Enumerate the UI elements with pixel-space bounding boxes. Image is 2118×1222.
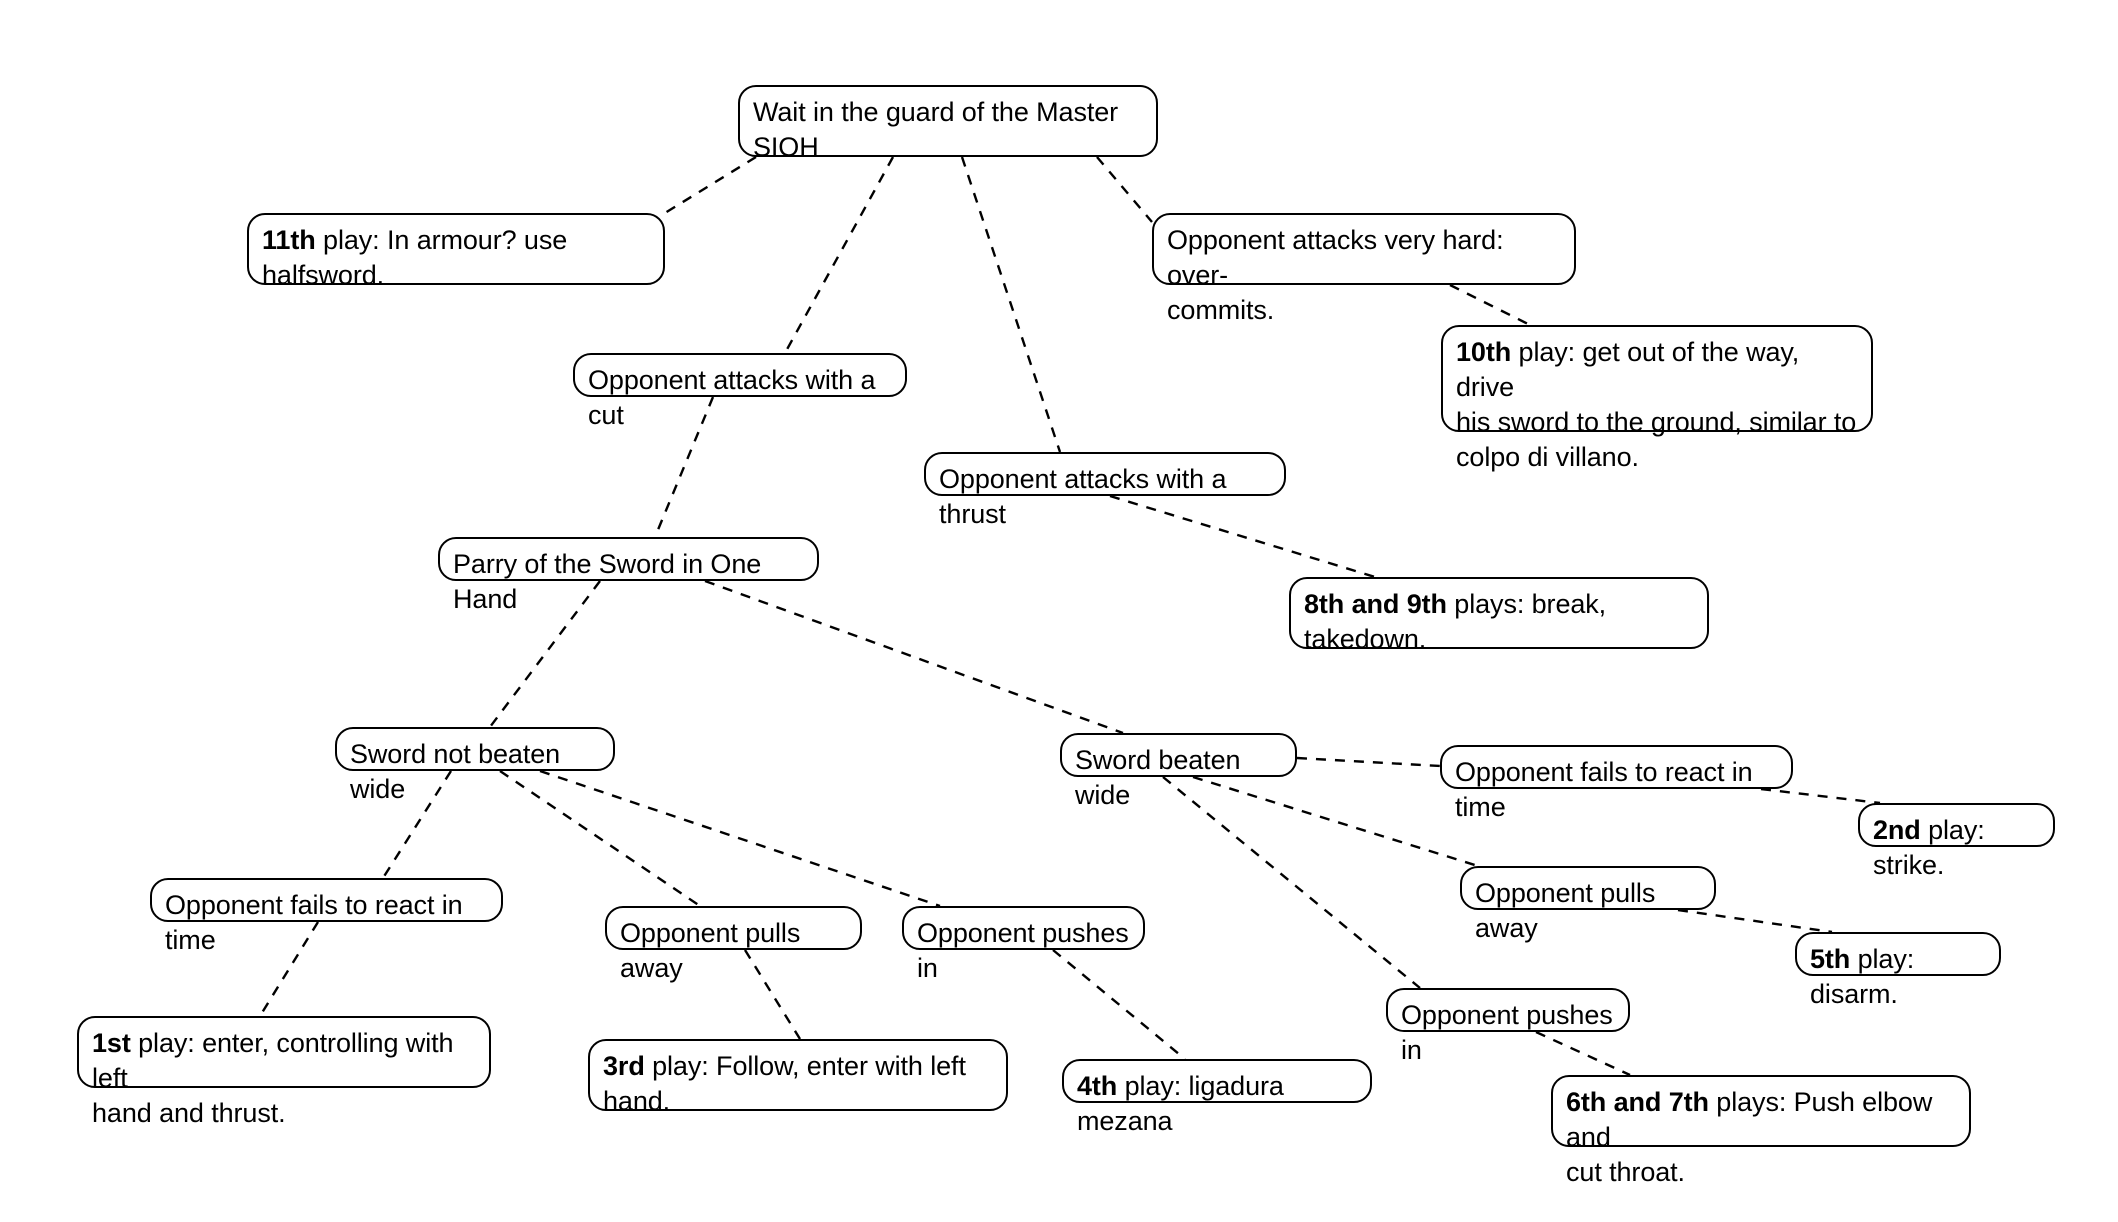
node-text-line: 5th play: disarm. (1810, 944, 1922, 1009)
edge-not-beaten-to-pushes-left (539, 769, 941, 908)
node-opponent-over-commits[interactable]: Opponent attacks very hard: over-commits… (1152, 213, 1576, 325)
node-text-line: halfsword. (262, 260, 385, 290)
node-sword-not-beaten-wide[interactable]: Sword not beaten wide (335, 727, 615, 804)
edge-root-to-11th-play (664, 155, 757, 215)
node-1st-play[interactable]: 1st play: enter, controlling with left ha… (77, 1016, 491, 1128)
node-text-line: Sword not beaten wide (350, 739, 568, 804)
node-3rd-play[interactable]: 3rd play: Follow, enter with left hand. (588, 1039, 1008, 1116)
node-opponent-fails-react-left[interactable]: Opponent fails to react in time (150, 878, 503, 955)
node-text-line: colpo di villano. (1456, 442, 1639, 472)
node-text-line: Opponent fails to react in time (1455, 757, 1760, 822)
node-text-line: 10th play: get out of the way, drive (1456, 337, 1807, 402)
node-text-line: takedown. (1304, 624, 1427, 654)
node-10th-play[interactable]: 10th play: get out of the way, drive his … (1441, 325, 1873, 472)
node-text-line: his sword to the ground, similar to (1456, 407, 1857, 437)
edge-fails-right-to-2nd-play (1760, 787, 1881, 805)
node-text-line: 3rd play: Follow, enter with left (603, 1051, 966, 1081)
node-11th-play[interactable]: 11th play: In armour? use halfsword. (247, 213, 665, 290)
node-text-line: SIOH (753, 132, 819, 162)
node-text-line: hand and thrust. (92, 1098, 286, 1128)
node-parry-sword-one-hand[interactable]: Parry of the Sword in One Hand (438, 537, 819, 614)
node-text-line: Opponent attacks with a thrust (939, 464, 1234, 529)
node-text-line: 6th and 7th plays: Push elbow and (1566, 1087, 1940, 1152)
node-8th-9th-plays[interactable]: 8th and 9th plays: break, takedown. (1289, 577, 1709, 654)
edge-root-to-overcommit (1096, 156, 1153, 223)
node-5th-play[interactable]: 5th play: disarm. (1795, 932, 2001, 1009)
node-text-line: commits. (1167, 295, 1275, 325)
node-text-line: Parry of the Sword in One Hand (453, 549, 769, 614)
node-opponent-pushes-in-left[interactable]: Opponent pushes in (902, 906, 1145, 983)
node-opponent-attacks-cut[interactable]: Opponent attacks with a cut (573, 353, 907, 430)
node-opponent-attacks-thrust[interactable]: Opponent attacks with a thrust (924, 452, 1286, 529)
node-opponent-pulls-away-right[interactable]: Opponent pulls away (1460, 866, 1716, 943)
node-text-line: Opponent pulls away (1475, 878, 1663, 943)
node-text-line: hand. (603, 1086, 671, 1116)
node-6th-7th-plays[interactable]: 6th and 7th plays: Push elbow and cut thr… (1551, 1075, 1971, 1187)
node-2nd-play[interactable]: 2nd play: strike. (1858, 803, 2055, 880)
node-text-line: Opponent pushes in (1401, 1000, 1621, 1065)
node-opponent-pulls-away-left[interactable]: Opponent pulls away (605, 906, 862, 983)
node-text-line: 2nd play: strike. (1873, 815, 1993, 880)
node-text-line: Opponent pushes in (917, 918, 1137, 983)
node-text-line: Wait in the guard of the Master (753, 97, 1119, 127)
node-opponent-fails-react-right[interactable]: Opponent fails to react in time (1440, 745, 1793, 822)
node-text-line: cut throat. (1566, 1157, 1685, 1187)
node-text-line: Sword beaten wide (1075, 745, 1248, 810)
node-opponent-pushes-in-right[interactable]: Opponent pushes in (1386, 988, 1630, 1065)
node-text-line: 11th play: In armour? use (262, 225, 568, 255)
node-text-line: Opponent attacks very hard: over- (1167, 225, 1511, 290)
node-text-line: Opponent fails to react in time (165, 890, 470, 955)
node-sword-beaten-wide[interactable]: Sword beaten wide (1060, 733, 1297, 810)
edge-pulls-right-to-5th-play (1677, 908, 1833, 934)
edge-beaten-to-fails-right (1296, 756, 1441, 768)
node-4th-play[interactable]: 4th play: ligadura mezana (1062, 1059, 1372, 1136)
node-text-line: Opponent pulls away (620, 918, 808, 983)
node-text-line: 8th and 9th plays: break, (1304, 589, 1607, 619)
node-text-line: Opponent attacks with a cut (588, 365, 883, 430)
edge-root-to-thrust (960, 156, 1062, 453)
node-text-line: 4th play: ligadura mezana (1077, 1071, 1292, 1136)
node-text-line: 1st play: enter, controlling with left (92, 1028, 461, 1093)
edge-root-to-cut (783, 156, 895, 354)
